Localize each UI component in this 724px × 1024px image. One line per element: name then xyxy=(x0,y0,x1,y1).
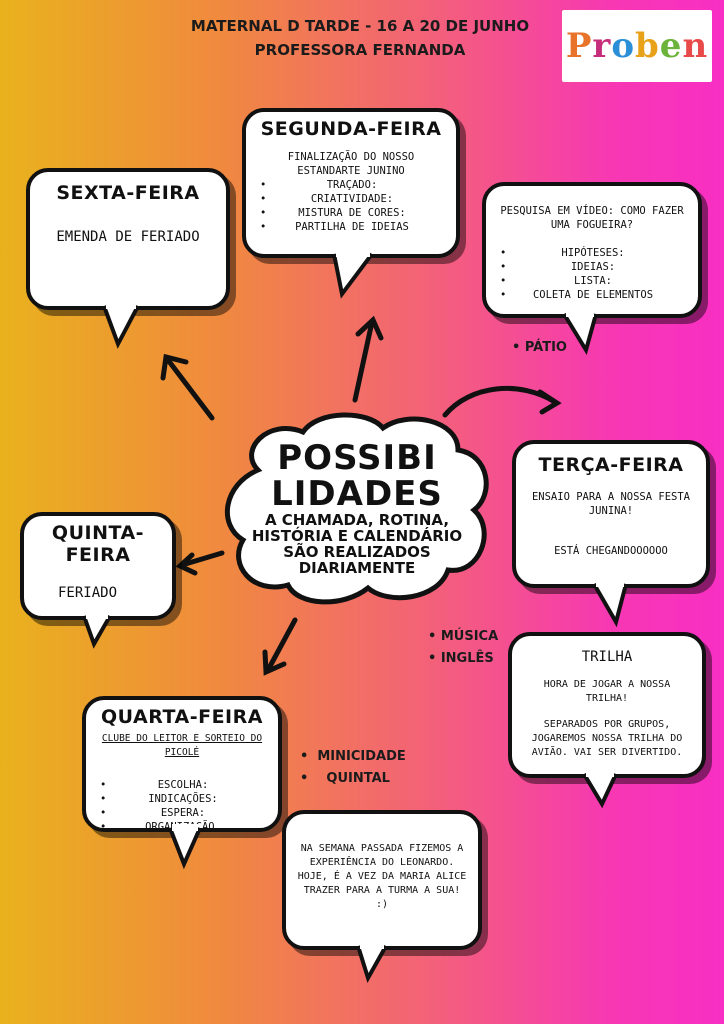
list-item: LISTA: xyxy=(500,274,678,288)
logo-letter: e xyxy=(659,26,683,66)
trilha-tail xyxy=(582,770,618,809)
center-sub-3: SÃO REALIZADOS xyxy=(283,543,431,561)
segunda-list: TRAÇADO: CRIATIVIDADE: MISTURA DE CORES:… xyxy=(246,178,436,234)
quarta-title: QUARTA-FEIRA xyxy=(101,706,263,728)
side-label-minicidade: MINICIDADE xyxy=(317,749,406,764)
arrow-segunda xyxy=(352,319,375,403)
list-item: INDICAÇÕES: xyxy=(100,792,258,806)
logo-letter: n xyxy=(682,26,709,66)
quinta-title: QUINTA-FEIRA xyxy=(51,522,145,566)
quinta-tail xyxy=(82,612,112,649)
header-line-2: PROFESSORA FERNANDA xyxy=(254,41,466,59)
experiencia-tail xyxy=(356,942,388,984)
list-item: MISTURA DE CORES: xyxy=(260,206,436,220)
trilha-bubble: TRILHA HORA DE JOGAR A NOSSA TRILHA! SEP… xyxy=(508,632,706,778)
segunda-intro: FINALIZAÇÃO DO NOSSO ESTANDARTE JUNINO xyxy=(287,151,415,177)
terca-tail xyxy=(592,580,628,628)
sexta-text: EMENDA DE FERIADO xyxy=(56,229,200,245)
quinta-text: FERIADO xyxy=(58,585,118,601)
list-item: TRAÇADO: xyxy=(260,178,436,192)
page-header: MATERNAL D TARDE - 16 A 20 DE JUNHO PROF… xyxy=(150,14,570,62)
pesquisa-tail xyxy=(562,310,598,355)
arrow-quarta-head xyxy=(262,649,287,676)
arrow-sexta-head xyxy=(160,353,189,381)
pesquisa-list: HIPÓTESES: IDEIAS: LISTA: COLETA DE ELEM… xyxy=(486,246,678,302)
logo-text: Proben xyxy=(566,26,708,66)
arrow-segunda-head xyxy=(355,315,384,341)
pesquisa-intro: PESQUISA EM VÍDEO: COMO FAZER UMA FOGUEI… xyxy=(500,205,684,231)
side-label-ingles: INGLÊS xyxy=(440,651,494,666)
list-item: ESPERA: xyxy=(100,806,258,820)
center-cloud xyxy=(225,412,489,605)
sexta-title: SEXTA-FEIRA xyxy=(56,182,200,204)
header-line-1: MATERNAL D TARDE - 16 A 20 DE JUNHO xyxy=(190,17,530,35)
center-title-1: POSSIBI xyxy=(277,438,437,478)
side-label-patio: PÁTIO xyxy=(524,340,567,355)
proben-logo: Proben xyxy=(562,10,712,82)
quarta-side-list: • MINICIDADE • QUINTAL xyxy=(300,749,406,786)
logo-letter: b xyxy=(635,26,660,66)
trilha-side-list: • MÚSICA • INGLÊS xyxy=(428,629,499,666)
arrow-quinta xyxy=(179,550,225,568)
quarta-list: ESCOLHA: INDICAÇÕES: ESPERA: ORGANIZAÇÃO… xyxy=(86,778,258,834)
list-item: IDEIAS: xyxy=(500,260,678,274)
segunda-title: SEGUNDA-FEIRA xyxy=(260,118,442,140)
sexta-bubble: SEXTA-FEIRA EMENDA DE FERIADO xyxy=(26,168,230,310)
logo-letter: r xyxy=(592,26,612,66)
list-item: HIPÓTESES: xyxy=(500,246,678,260)
side-label-quintal: QUINTAL xyxy=(326,771,390,786)
pesquisa-bubble: PESQUISA EM VÍDEO: COMO FAZER UMA FOGUEI… xyxy=(482,182,702,318)
terca-text-1: ENSAIO PARA A NOSSA FESTA JUNINA! xyxy=(531,491,691,517)
list-item: PARTILHA DE IDEIAS xyxy=(260,220,436,234)
list-item: ESCOLHA: xyxy=(100,778,258,792)
trilha-text-1: HORA DE JOGAR A NOSSA TRILHA! xyxy=(543,679,671,704)
trilha-title: TRILHA xyxy=(581,649,633,665)
arrow-quarta xyxy=(265,617,298,673)
quarta-bubble: QUARTA-FEIRA CLUBE DO LEITOR E SORTEIO D… xyxy=(82,696,282,834)
logo-letter: P xyxy=(565,26,593,66)
arrow-terca-head xyxy=(537,389,562,415)
quarta-tail xyxy=(168,824,202,870)
sexta-tail xyxy=(102,302,140,349)
logo-letter: o xyxy=(611,26,636,66)
segunda-bubble: SEGUNDA-FEIRA FINALIZAÇÃO DO NOSSO ESTAN… xyxy=(242,108,460,258)
arrow-quinta-head xyxy=(175,552,198,576)
side-label-musica: MÚSICA xyxy=(440,629,499,644)
arrow-sexta xyxy=(165,357,215,421)
experiencia-text: NA SEMANA PASSADA FIZEMOS A EXPERIÊNCIA … xyxy=(297,843,467,910)
quarta-subtitle: CLUBE DO LEITOR E SORTEIO DO PICOLÉ xyxy=(101,733,263,758)
experiencia-bubble: NA SEMANA PASSADA FIZEMOS A EXPERIÊNCIA … xyxy=(282,810,482,950)
list-item: COLETA DE ELEMENTOS xyxy=(500,288,678,302)
terca-text-2: ESTÁ CHEGANDOOOOOO xyxy=(554,545,668,557)
segunda-tail xyxy=(332,250,374,299)
center-sub-1: A CHAMADA, ROTINA, xyxy=(264,511,450,529)
center-title-2: LIDADES xyxy=(271,474,443,514)
center-content: POSSIBI LIDADES A CHAMADA, ROTINA, HISTÓ… xyxy=(230,440,484,576)
terca-bubble: TERÇA-FEIRA ENSAIO PARA A NOSSA FESTA JU… xyxy=(512,440,710,588)
center-sub-2: HISTÓRIA E CALENDÁRIO xyxy=(251,527,463,545)
pesquisa-side-list: • PÁTIO xyxy=(512,340,567,355)
list-item: CRIATIVIDADE: xyxy=(260,192,436,206)
center-sub-4: DIARIAMENTE xyxy=(298,559,416,577)
quinta-bubble: QUINTA-FEIRA FERIADO xyxy=(20,512,176,620)
trilha-text-2: SEPARADOS POR GRUPOS, JOGAREMOS NOSSA TR… xyxy=(531,719,683,758)
terca-title: TERÇA-FEIRA xyxy=(538,454,684,476)
